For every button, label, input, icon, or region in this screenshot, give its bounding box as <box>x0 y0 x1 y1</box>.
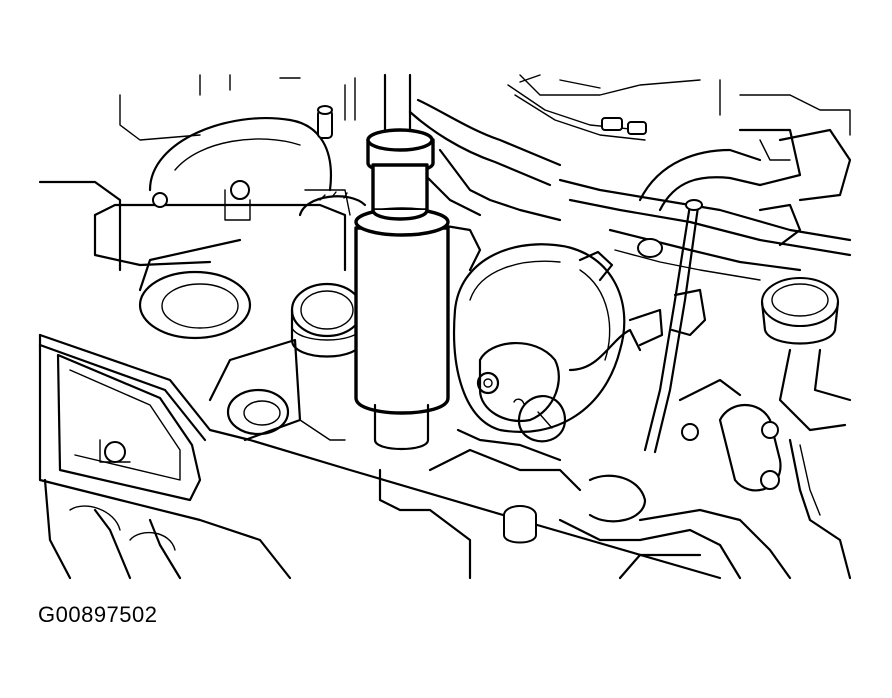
background-engine-lines <box>38 74 851 340</box>
special-tool <box>354 73 450 450</box>
wire-harness <box>408 74 647 272</box>
figure-code: G00897502 <box>38 602 158 627</box>
engine-illustration <box>38 73 852 580</box>
bottom-engine-parts <box>43 448 742 580</box>
alternator <box>453 243 664 462</box>
right-side-hoses <box>558 128 852 580</box>
gauge <box>290 191 367 358</box>
